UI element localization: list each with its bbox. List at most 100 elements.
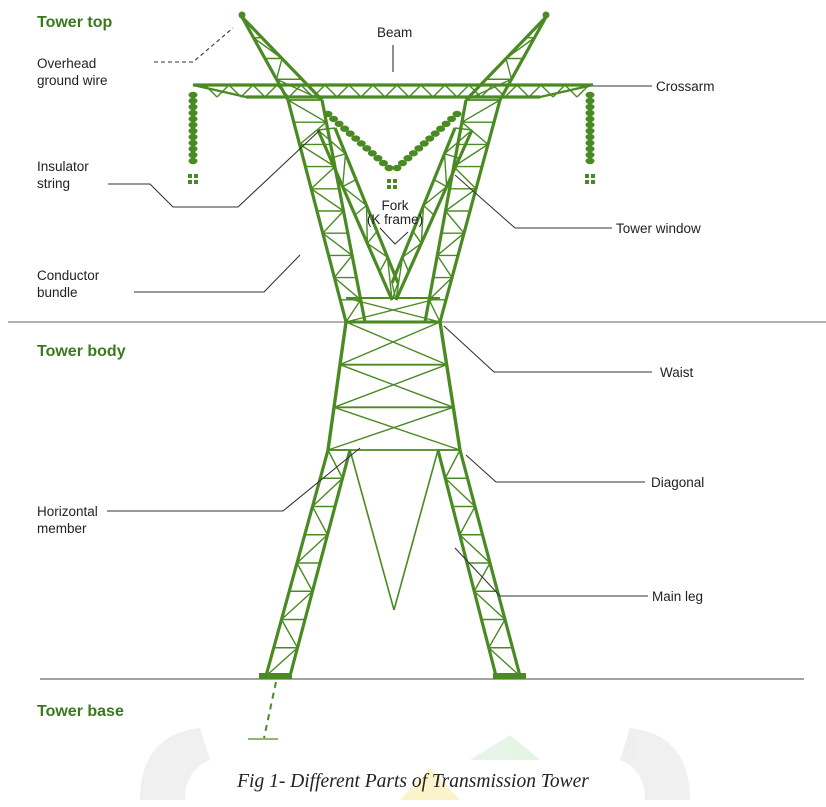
left-upper-leg-diagonal <box>333 254 353 279</box>
label-tower-window: Tower window <box>616 221 701 236</box>
left-fork-strut <box>379 256 389 272</box>
right-upper-leg-diagonal <box>444 210 465 234</box>
crossarm-diagonal <box>300 84 314 98</box>
insulator-strings <box>188 91 595 189</box>
insulator-bead <box>447 115 457 123</box>
crossarm-bottom <box>539 83 594 99</box>
left-peak-diagonal <box>253 37 283 60</box>
crossarm-diagonal <box>312 84 326 98</box>
insulator-bead <box>334 120 344 128</box>
body-diagonal <box>339 364 454 408</box>
left-fork-strut <box>342 179 357 188</box>
inner-leg <box>349 449 395 611</box>
left-upper-leg-diagonal <box>299 121 327 145</box>
leader-horizontal <box>107 447 361 512</box>
insulator-bead <box>188 139 198 147</box>
right-upper-leg-diagonal <box>436 255 453 278</box>
body-diagonal <box>339 321 441 366</box>
insulator-bead <box>403 154 413 162</box>
insulator-bead <box>323 110 333 118</box>
right-fork-diagonal <box>443 153 448 187</box>
left-lower-leg-diagonal <box>296 562 314 592</box>
label-line: Insulator <box>37 159 89 174</box>
crossarm-diagonal <box>408 84 422 98</box>
crossarm-diagonal <box>240 84 254 98</box>
body-diagonal <box>333 364 447 408</box>
insulator-bead <box>329 115 339 123</box>
right-peak-diagonal <box>505 37 535 60</box>
insulator-bead <box>585 157 595 165</box>
crossarm-diagonal <box>432 84 446 98</box>
left-fork-strut <box>366 230 378 244</box>
label-line: Horizontal <box>37 504 98 519</box>
crossarm-diagonal <box>288 84 302 98</box>
crossarm-diagonal <box>564 84 578 98</box>
label-main-leg: Main leg <box>652 589 704 604</box>
right-fork-diagonal <box>423 186 448 207</box>
right-upper-leg-diagonal <box>445 188 477 212</box>
label-line: ground wire <box>37 73 108 88</box>
insulator-bead <box>188 103 198 111</box>
crossarm-diagonal <box>360 84 374 98</box>
label-conductor-bundle: Conductor bundle <box>37 267 99 301</box>
right-upper-leg-diagonal <box>461 121 489 145</box>
right-lower-leg-diagonal <box>444 449 461 479</box>
conductor-bundle <box>393 185 397 189</box>
crossarm-diagonal <box>552 84 566 98</box>
insulator-bead <box>188 109 198 117</box>
left-fork-diagonal <box>366 242 388 258</box>
left-upper-leg-diagonal <box>322 232 353 256</box>
right-upper-leg-diagonal <box>453 166 477 190</box>
insulator-bead <box>340 125 350 132</box>
crossarm-diagonal <box>228 84 242 98</box>
leader-conductor <box>134 254 301 293</box>
insulator-bead <box>356 140 366 147</box>
leader-insulator <box>108 129 321 208</box>
insulator-bead <box>414 145 424 152</box>
right-fork-strut <box>401 256 410 272</box>
foundation-right <box>493 673 526 679</box>
left-lower-leg-diagonal <box>281 590 313 621</box>
body-diagonal <box>327 406 454 451</box>
leader-fork <box>379 227 409 245</box>
right-upper-leg-diagonal <box>453 143 489 168</box>
insulator-bead <box>585 145 595 153</box>
left-upper-leg-diagonal <box>310 188 344 212</box>
left-fork-diagonal <box>342 186 367 207</box>
insulator-bead <box>188 127 198 135</box>
figure-caption: Fig 1- Different Parts of Transmission T… <box>237 771 589 792</box>
crossarm-diagonal <box>444 84 458 98</box>
insulator-bead <box>188 115 198 123</box>
crossarm-diagonal <box>528 84 542 98</box>
crossarm-diagonal <box>492 84 506 98</box>
right-fork-diagonal <box>395 257 404 301</box>
insulator-bead <box>425 135 435 142</box>
crossarm-diagonal <box>516 84 530 98</box>
right-fork-strut <box>444 153 460 160</box>
right-fork-strut <box>454 127 473 131</box>
crossarm-diagonal <box>264 84 278 98</box>
insulator-bead <box>436 125 446 132</box>
right-fork-strut <box>423 204 435 216</box>
insulator-bead <box>585 121 595 129</box>
body-diagonal <box>333 406 461 451</box>
right-lower-leg-diagonal <box>459 534 491 564</box>
crossarm-diagonal <box>276 84 290 98</box>
right-fork-strut <box>433 179 448 188</box>
left-lower-leg-diagonal <box>327 449 344 479</box>
left-peak-diagonal <box>241 16 255 39</box>
insulator-bead <box>419 140 429 147</box>
label-line: string <box>37 176 71 191</box>
left-upper-leg-diagonal <box>287 99 327 123</box>
left-upper-leg-diagonal <box>310 166 336 190</box>
conductor-bundle <box>585 174 589 178</box>
tower-lattice <box>192 11 594 677</box>
left-fork-strut <box>330 153 346 160</box>
insulator-bead <box>188 157 198 165</box>
leader-lines <box>107 27 652 597</box>
conductor-bundle <box>194 180 198 184</box>
crossarm-diagonal <box>468 84 482 98</box>
watermark-logo <box>140 728 690 800</box>
waist-diagonal <box>345 297 441 323</box>
insulator-bead <box>188 121 198 129</box>
